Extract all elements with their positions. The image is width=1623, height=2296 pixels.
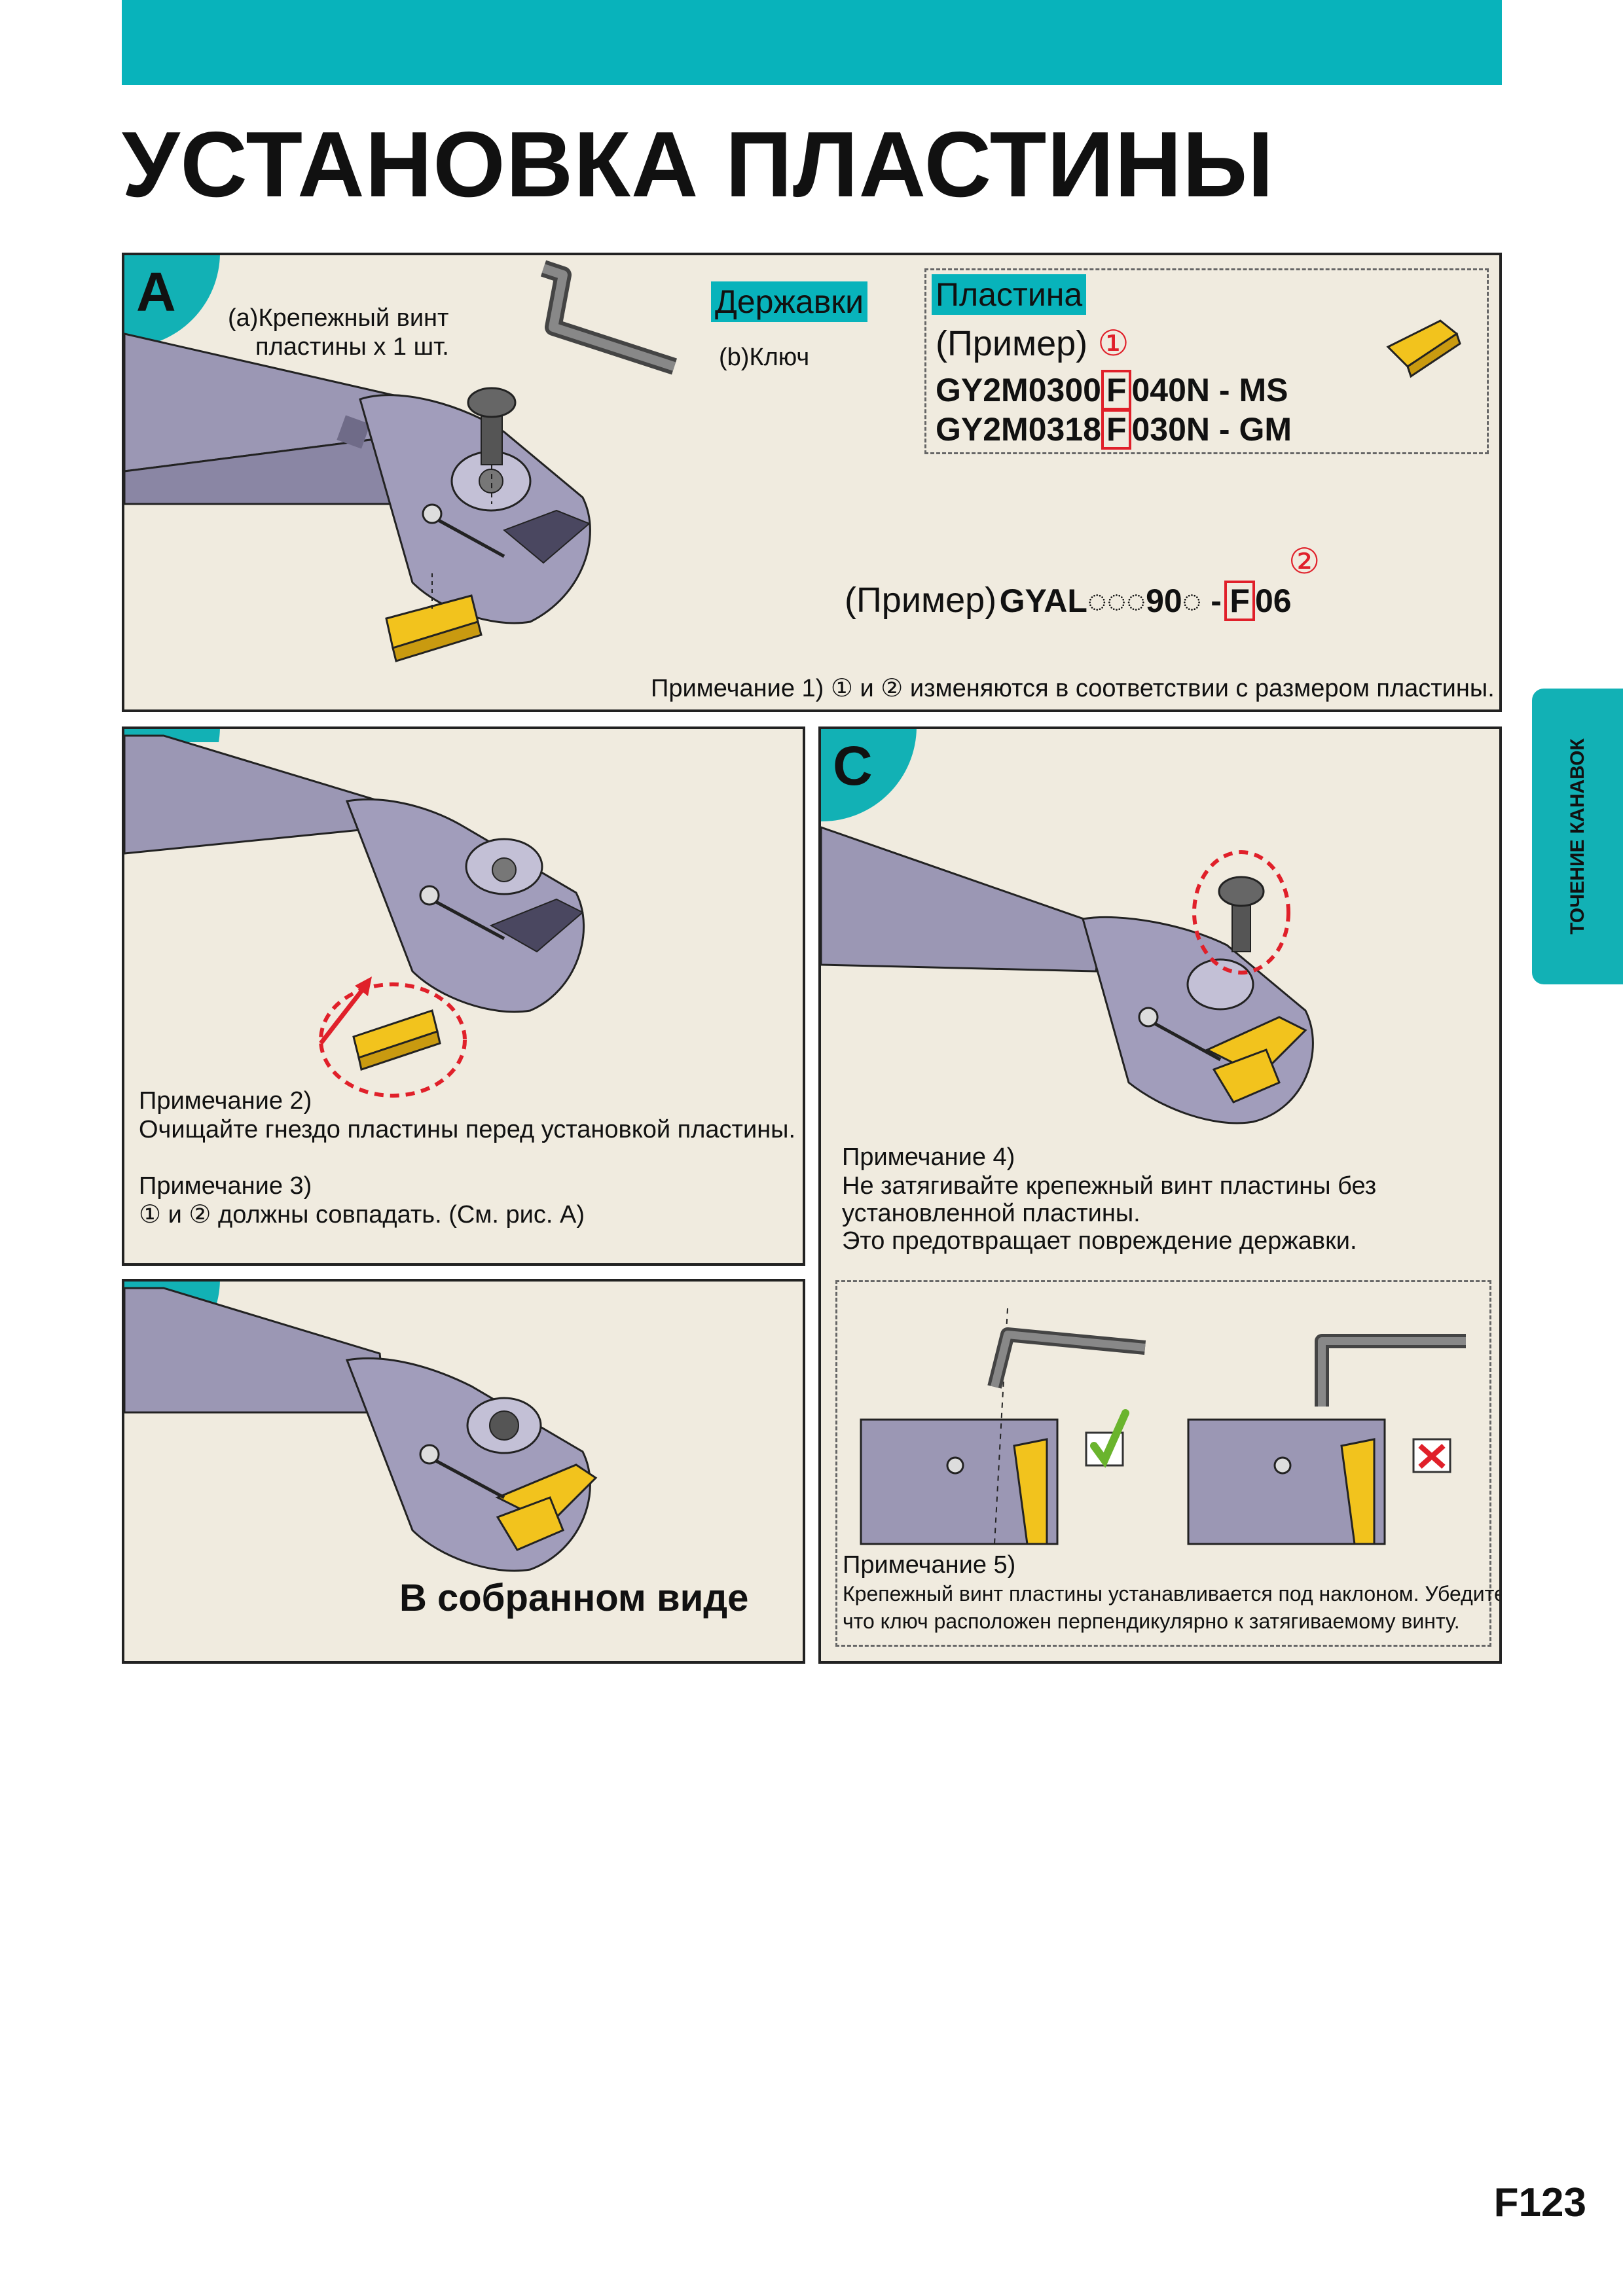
note-5-line1: Крепежный винт пластины устанавливается … xyxy=(843,1582,1502,1605)
holder-illustration-d xyxy=(124,1287,598,1572)
holder-illustration-a xyxy=(124,260,1461,662)
insert-label: Пластина xyxy=(932,274,1087,315)
note-4-line3: Это предотвращает повреждение державки. xyxy=(842,1227,1357,1255)
holder-example-label: (Пример) xyxy=(845,581,997,620)
insert-example-label: (Пример) xyxy=(936,324,1088,363)
insert-code-2-prefix: GY2M0318 xyxy=(936,411,1101,448)
side-tab-label: ТОЧЕНИЕ КАНАВОК xyxy=(1566,738,1588,935)
note-5-box: Примечание 5) Крепежный винт пластины ус… xyxy=(835,1280,1499,1647)
screw-label-line1: (a)Крепежный винт xyxy=(228,304,449,332)
holder-illustration-c xyxy=(821,826,1314,1124)
note-3-title: Примечание 3) xyxy=(139,1172,312,1200)
circle-marker-1: ① xyxy=(1097,324,1129,363)
key-label: (b)Ключ xyxy=(719,344,810,371)
note-5-title: Примечание 5) xyxy=(843,1551,1016,1579)
insert-code-1-prefix: GY2M0300 xyxy=(936,372,1101,408)
holder-code-f: F xyxy=(1224,581,1255,621)
note-4-title: Примечание 4) xyxy=(842,1143,1015,1171)
note-4-line1: Не затягивайте крепежный винт пластины б… xyxy=(842,1172,1377,1200)
screw-label-line2: пластины x 1 шт. xyxy=(255,333,449,361)
circle-marker-2: ② xyxy=(1288,542,1321,581)
note-5-line2: что ключ расположен перпендикулярно к за… xyxy=(843,1609,1460,1633)
panel-a: A (a)Крепежный винт пластины x 1 шт. Дер… xyxy=(122,253,1502,712)
panel-a-badge: A xyxy=(124,255,220,348)
screw-angle-illustration xyxy=(860,1308,1466,1545)
note-3-text: ① и ② должны совпадать. (См. рис. A) xyxy=(139,1201,585,1229)
page-number: F123 xyxy=(1493,2180,1586,2225)
insert-code-2-suffix: 030N - GM xyxy=(1131,411,1292,448)
insert-code-1-suffix: 040N - MS xyxy=(1131,372,1288,408)
holder-code-prefix: GYAL◌◌◌90◌ - xyxy=(999,583,1222,619)
note-1: Примечание 1) ① и ② изменяются в соответ… xyxy=(651,675,1495,702)
section-side-tab: ТОЧЕНИЕ КАНАВОК xyxy=(1532,689,1623,984)
page-title: УСТАНОВКА ПЛАСТИНЫ xyxy=(122,113,1274,217)
panel-letter: C xyxy=(833,735,873,797)
note-2-text: Очищайте гнездо пластины перед установко… xyxy=(139,1116,796,1143)
panel-c: C Примечание 4) Не затягивайте крепежный… xyxy=(818,726,1502,1664)
panel-b: B Примечание 2) Очищайте гнездо пластины… xyxy=(122,726,805,1266)
assembled-label: В собранном виде xyxy=(399,1577,749,1619)
panel-letter: A xyxy=(136,261,176,323)
holder-code-suffix: 06 xyxy=(1254,583,1292,619)
holder-label: Державки xyxy=(711,281,868,322)
note-4-line2: установленной пластины. xyxy=(842,1200,1140,1227)
top-color-bar xyxy=(122,0,1502,85)
holder-illustration-b xyxy=(124,734,585,1098)
insert-code-2-f: F xyxy=(1101,409,1132,450)
insert-code-1-f: F xyxy=(1101,370,1132,410)
note-2-title: Примечание 2) xyxy=(139,1087,312,1115)
panel-d: D В собранном виде xyxy=(122,1279,805,1664)
